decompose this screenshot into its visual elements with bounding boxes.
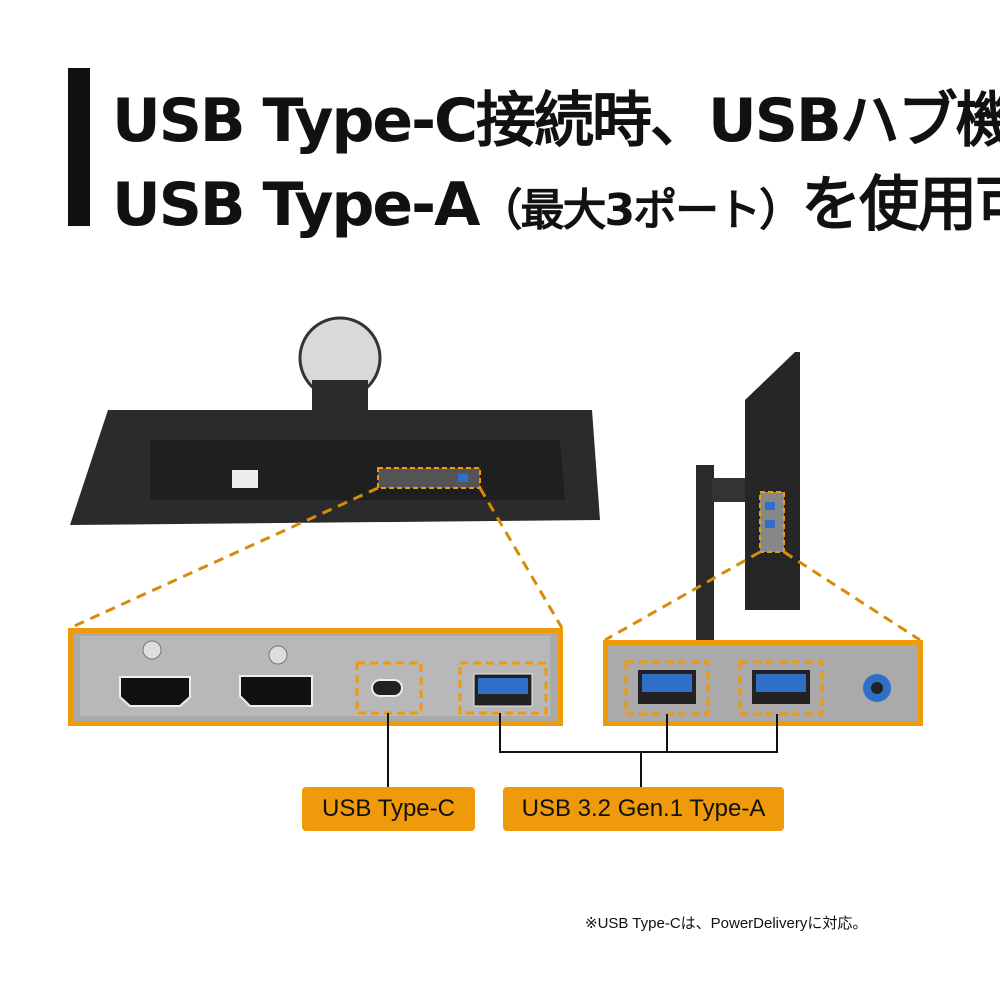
hdmi-port (119, 676, 191, 707)
usb-a-port (642, 674, 692, 692)
headline-line2-b: （最大3ポート） (478, 185, 803, 236)
headline-line2-a: USB Type-A (112, 170, 480, 240)
connector-lines (387, 713, 778, 787)
usb-a-port (478, 678, 528, 694)
footnote: ※USB Type-Cは、PowerDeliveryに対応。 (585, 915, 868, 932)
monitor-back-view (70, 316, 600, 525)
usb-a-port (756, 674, 806, 692)
usb-a-label: USB 3.2 Gen.1 Type-A (503, 787, 784, 831)
audio-jack (871, 682, 883, 694)
headline-line1: USB Type-C接続時、USBハブ機能で (112, 86, 1000, 156)
title-accent-bar (68, 68, 90, 226)
side-port-panel (603, 640, 923, 726)
usb-c-label: USB Type-C (302, 787, 475, 831)
headline-line2-c: を使用可能 (801, 170, 1000, 240)
headline-line2: USB Type-A（最大3ポート）を使用可能 (112, 156, 1000, 243)
rear-port-panel (68, 628, 563, 726)
monitor-side-view (696, 352, 800, 640)
displayport-port (239, 675, 313, 707)
zoom-guide-lines (69, 486, 921, 642)
usb-c-port (371, 679, 403, 697)
